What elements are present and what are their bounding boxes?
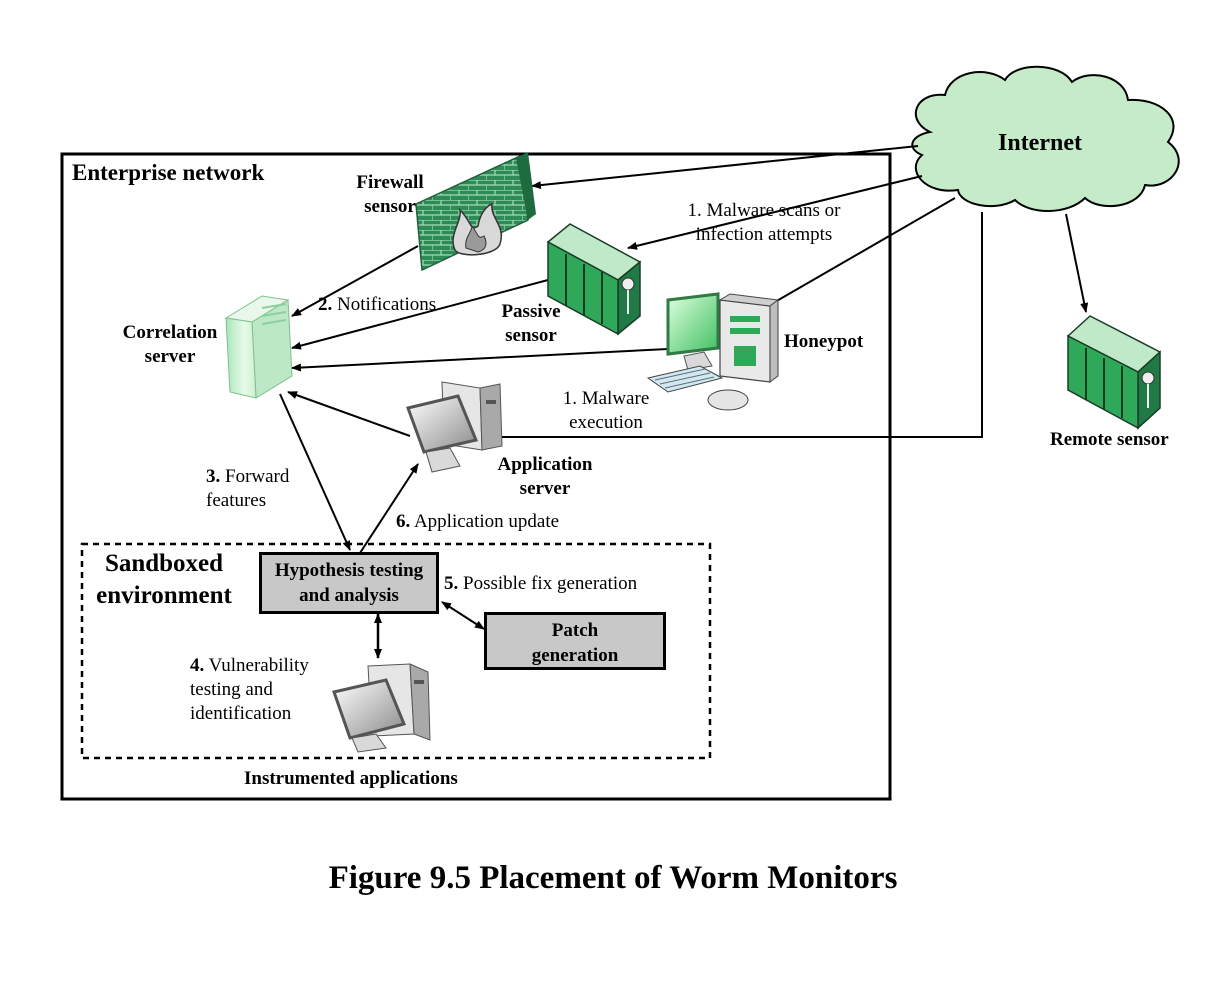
honeypot-to-correlation-arrow (291, 348, 669, 372)
correlation-server-icon (224, 295, 293, 399)
application-server-computer-icon (406, 381, 503, 473)
passive-line1: Passive (501, 301, 561, 322)
notifications-text: Notifications (332, 294, 437, 315)
passive-line2: sensor (505, 325, 557, 346)
step2-notifications-label: 2. Notifications (318, 293, 436, 317)
step5-fix-label: 5. Possible fix generation (444, 572, 637, 596)
internet-to-firewall-arrow (531, 145, 919, 190)
correlation-server-label: Correlation server (110, 321, 230, 369)
firewall-to-correlation-arrow (291, 245, 419, 317)
step1-execution-label: 1. Malware execution (548, 387, 664, 435)
vuln-line2: testing and (190, 679, 273, 700)
sandbox-title: Sandboxed environment (88, 548, 240, 612)
passive-sensor-icon (546, 223, 642, 336)
application-line1: Application (497, 454, 593, 475)
instrumented-application-computer-icon (332, 663, 431, 753)
step1-scans-label: 1. Malware scans or infection attempts (672, 199, 856, 247)
sandbox-title-line2: environment (96, 582, 232, 609)
enterprise-network-title: Enterprise network (72, 160, 265, 185)
figure-caption: Figure 9.5 Placement of Worm Monitors (328, 860, 898, 896)
sandbox-title-line1: Sandboxed (104, 550, 224, 577)
correlation-line2: server (144, 346, 196, 367)
scans-line1: 1. Malware scans or (687, 200, 841, 221)
correlation-line1: Correlation (122, 322, 218, 343)
internet-to-honeypot-line (767, 197, 956, 307)
vuln-text: Vulnerability (204, 655, 309, 676)
execution-line1: 1. Malware (562, 388, 650, 409)
application-line2: server (519, 478, 571, 499)
execution-line2: execution (569, 412, 643, 433)
notifications-num: 2. (318, 294, 333, 315)
patch-line1: Patch (551, 620, 599, 641)
internet-to-appserver-line (500, 212, 983, 438)
firewall-line1: Firewall (356, 172, 424, 193)
remote-sensor-icon (1066, 315, 1162, 430)
fix-text: Possible fix generation (458, 573, 638, 594)
hypothesis-testing-box: Hypothesis testing and analysis (259, 552, 439, 614)
enterprise-network-frame (60, 152, 892, 801)
honeypot-label: Honeypot (784, 331, 864, 352)
update-text: Application update (410, 511, 560, 532)
passive-sensor-label: Passive sensor (486, 300, 576, 348)
appserver-to-correlation-arrow (287, 391, 411, 437)
step4-vulnerability-label: 4. Vulnerability testing and identificat… (190, 654, 309, 726)
forward-text: Forward (220, 466, 290, 487)
hypothesis-line1: Hypothesis testing (274, 560, 424, 581)
vuln-line3: identification (190, 703, 292, 724)
application-server-label: Application server (484, 453, 606, 501)
forward-line2: features (206, 490, 267, 511)
internet-to-remote-arrow (1065, 213, 1089, 313)
forward-num: 3. (206, 466, 221, 487)
firewall-line2: sensor (364, 196, 416, 217)
update-num: 6. (396, 511, 411, 532)
internet-label: Internet (998, 130, 1082, 156)
sandbox-footer-label: Instrumented applications (244, 768, 458, 789)
correlation-to-hypothesis-arrow (279, 393, 351, 551)
passive-to-correlation-arrow (291, 279, 549, 350)
step6-update-label: 6. Application update (396, 510, 559, 534)
fix-num: 5. (444, 573, 459, 594)
step3-forward-label: 3. Forward features (206, 465, 289, 513)
scans-line2: infection attempts (695, 224, 833, 245)
vuln-num: 4. (190, 655, 205, 676)
patch-generation-box: Patch generation (484, 612, 666, 670)
sandbox-frame (80, 542, 712, 760)
internet-cloud (911, 65, 1180, 212)
hypothesis-patch-arrow (441, 601, 485, 630)
honeypot-computer-icon (646, 292, 780, 411)
firewall-sensor-label: Firewall sensor (340, 171, 440, 219)
remote-sensor-label: Remote sensor (1050, 429, 1169, 450)
internet-to-passive-arrow (627, 175, 923, 250)
firewall-icon (415, 152, 536, 272)
hypothesis-line2: and analysis (299, 585, 399, 606)
hypothesis-to-appserver-arrow (359, 463, 419, 554)
patch-line2: generation (531, 645, 619, 666)
